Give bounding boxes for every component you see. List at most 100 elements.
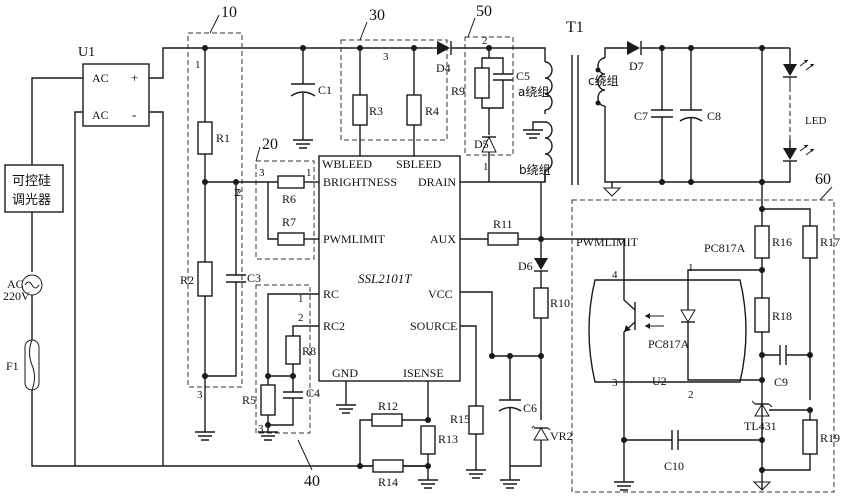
svg-text:R11: R11 — [493, 217, 513, 231]
svg-text:220V: 220V — [3, 289, 30, 303]
svg-text:T1: T1 — [566, 19, 584, 36]
block-30 — [340, 39, 448, 141]
resistor-r12 — [371, 413, 403, 427]
resistor-r17 — [802, 225, 818, 259]
bridge-rectifier-u1 — [82, 63, 150, 127]
block-label-20: 20 — [262, 136, 278, 153]
svg-text:D7: D7 — [629, 59, 644, 73]
svg-text:C7: C7 — [634, 109, 648, 123]
pin-pwmlimit: PWMLIMIT — [323, 232, 386, 246]
resistor-r3 — [352, 94, 368, 126]
led-string: LED — [762, 48, 826, 183]
pin-vcc: VCC — [428, 287, 453, 301]
block-10-parts: 1 R1 2 R2 C3 3 — [180, 45, 261, 441]
resistor-r7 — [277, 232, 305, 246]
svg-text:C8: C8 — [707, 109, 721, 123]
svg-text:R8: R8 — [302, 344, 316, 358]
svg-text:D6: D6 — [518, 259, 533, 273]
pin-source: SOURCE — [410, 319, 457, 333]
svg-text:2: 2 — [482, 35, 488, 47]
ic-ssl2101t: WBLEED SBLEED BRIGHTNESS DRAIN PWMLIMIT … — [318, 155, 461, 382]
svg-text:1: 1 — [298, 293, 304, 305]
svg-text:可控硅: 可控硅 — [12, 174, 51, 189]
block-outlines — [187, 32, 835, 493]
svg-text:2: 2 — [298, 312, 304, 324]
pin-aux: AUX — [430, 232, 456, 246]
svg-text:LED: LED — [805, 115, 826, 127]
svg-text:R13: R13 — [438, 432, 458, 446]
svg-text:PC817A: PC817A — [704, 241, 746, 255]
block-label-30: 30 — [369, 7, 385, 24]
svg-text:调光器: 调光器 — [12, 193, 51, 208]
pin-brightness: BRIGHTNESS — [323, 175, 397, 189]
aux-vcc-network: R15 C6 R11 PWMLIMIT D6 R10 VR2 — [450, 182, 639, 489]
block-30-parts: 3 R3 R4 — [352, 45, 439, 156]
svg-text:R3: R3 — [369, 104, 383, 118]
block-40 — [255, 284, 311, 434]
block-50-parts: 2 R9 C5 D5 1 — [451, 35, 530, 182]
resistor-r2 — [197, 261, 213, 297]
svg-text:R18: R18 — [772, 309, 792, 323]
svg-text:4: 4 — [612, 269, 618, 281]
svg-text:R14: R14 — [378, 475, 398, 489]
svg-text:c绕组: c绕组 — [588, 74, 619, 88]
svg-text:R6: R6 — [282, 192, 296, 206]
svg-text:-: - — [132, 107, 136, 122]
svg-text:C4: C4 — [306, 386, 320, 400]
block-60-parts: PC817A R16 R17 1 R18 C9 TL431 R19 U2 PC8… — [588, 206, 840, 491]
svg-text:C3: C3 — [247, 271, 261, 285]
svg-text:R4: R4 — [425, 104, 439, 118]
return-rail — [149, 111, 164, 466]
resistor-r16 — [754, 225, 770, 259]
pin-isense: ISENSE — [403, 366, 444, 380]
svg-text:C10: C10 — [664, 459, 684, 473]
resistor-r14 — [372, 459, 404, 473]
svg-text:1: 1 — [195, 59, 201, 71]
pin-rc2: RC2 — [323, 319, 345, 333]
resistor-r10 — [533, 287, 549, 319]
resistor-r4 — [406, 94, 422, 126]
svg-text:3: 3 — [383, 51, 389, 63]
u1-label: U1 — [78, 45, 95, 60]
resistor-r19 — [802, 419, 818, 455]
svg-text:R15: R15 — [450, 412, 470, 426]
resistor-r13 — [420, 425, 436, 455]
svg-text:R16: R16 — [772, 235, 792, 249]
resistor-r1 — [197, 121, 213, 155]
svg-text:1: 1 — [483, 161, 489, 173]
svg-text:1: 1 — [306, 167, 312, 179]
svg-text:2: 2 — [688, 389, 694, 401]
svg-text:F1: F1 — [6, 359, 19, 373]
resistor-r11 — [487, 232, 519, 246]
transformer-t1: T1 a绕组 b绕组 c绕组 — [518, 19, 627, 185]
svg-text:C5: C5 — [516, 69, 530, 83]
svg-text:PWMLIMIT: PWMLIMIT — [576, 235, 639, 249]
svg-text:AC: AC — [92, 71, 109, 85]
svg-text:R12: R12 — [378, 399, 398, 413]
block-label-40: 40 — [304, 473, 320, 490]
block-label-10: 10 — [221, 4, 237, 21]
svg-text:2: 2 — [236, 187, 242, 199]
input-section: U1 AC AC + - 可控硅 调光器 AC 220V F1 — [3, 45, 425, 467]
block-50 — [464, 36, 514, 156]
triac-dimmer-box — [4, 164, 64, 213]
pin-sbleed: SBLEED — [396, 157, 442, 171]
diode-d4: D4 — [432, 41, 546, 75]
pin-drain: DRAIN — [418, 175, 456, 189]
resistor-r18 — [754, 297, 770, 333]
svg-text:AC: AC — [92, 108, 109, 122]
optocoupler-u2 — [588, 279, 747, 383]
svg-text:R7: R7 — [282, 215, 296, 229]
ic-name: SSL2101T — [358, 271, 412, 286]
svg-text:D5: D5 — [474, 137, 489, 151]
pin-rc: RC — [323, 287, 339, 301]
dc-bus-rail — [149, 47, 432, 79]
svg-text:3: 3 — [612, 377, 618, 389]
ic-body — [318, 155, 461, 382]
block-10 — [187, 32, 243, 388]
svg-text:C1: C1 — [318, 83, 332, 97]
svg-text:C6: C6 — [523, 401, 537, 415]
svg-text:PC817A: PC817A — [648, 337, 690, 351]
svg-text:R1: R1 — [216, 131, 230, 145]
